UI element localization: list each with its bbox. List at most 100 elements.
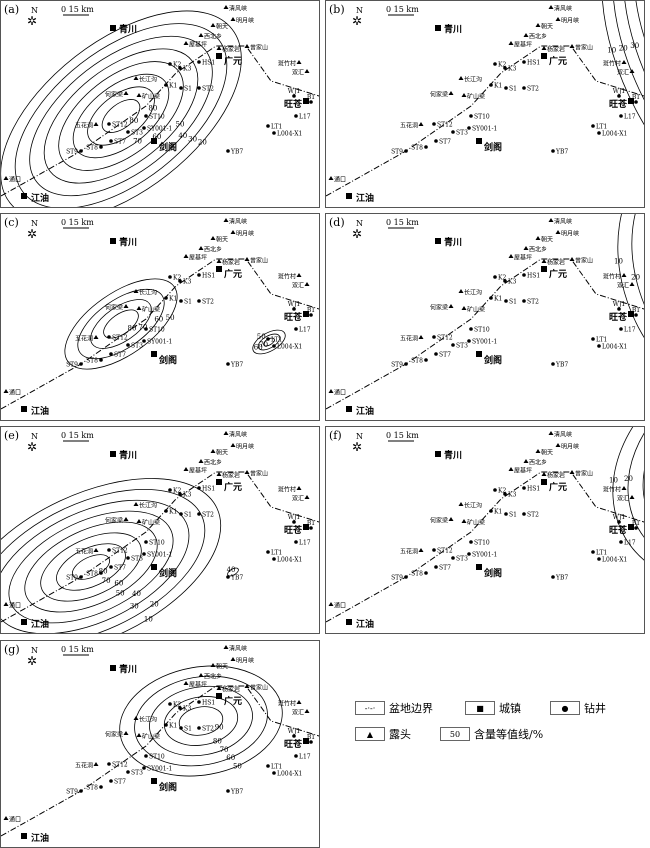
well-icon <box>179 86 183 90</box>
contour-line <box>257 333 281 351</box>
outcrop-icon <box>210 449 216 453</box>
well-label: ST8 <box>411 358 423 365</box>
well-label: LT1 <box>596 124 607 131</box>
town-label: 旺苍 <box>284 738 303 750</box>
outcrop-icon <box>458 289 464 293</box>
outcrop-icon <box>136 306 142 310</box>
well-icon <box>294 754 298 758</box>
outcrop-icon <box>216 472 222 476</box>
outcrop-icon <box>123 731 129 735</box>
outcrop-label: 何家梁 <box>430 517 448 525</box>
basin-boundary <box>326 45 644 197</box>
well-icon <box>597 131 601 135</box>
outcrop-icon <box>198 459 204 463</box>
north-arrow-icon: N <box>356 432 363 441</box>
well-label: L004-X1 <box>602 557 627 564</box>
outcrop-icon <box>230 443 236 447</box>
well-icon <box>432 548 436 552</box>
town-icon <box>110 665 116 671</box>
outcrop-label: 何家梁 <box>430 304 448 312</box>
outcrop-icon <box>230 230 236 234</box>
contour-line <box>1 488 206 633</box>
scale-bar: 0 15 km <box>61 218 94 227</box>
well-icon <box>294 327 298 331</box>
compass-icon: ✲ <box>352 14 362 28</box>
well-icon <box>522 86 526 90</box>
outcrop-icon <box>304 709 310 713</box>
well-icon <box>591 550 595 554</box>
map-d: (d)N✲0 15 km青川广元旺苍剑阁江油清风峡明月峡朝天西北乡屋基坪杨家岩曾… <box>326 214 644 418</box>
town-label: 青川 <box>444 236 462 248</box>
outcrop-icon <box>296 273 302 277</box>
outcrop-icon <box>541 259 547 263</box>
outcrop-icon <box>458 76 464 80</box>
outcrop-label: 西北乡 <box>529 33 547 41</box>
town-label: 江油 <box>356 192 374 204</box>
town-icon <box>346 619 352 625</box>
contour-label: 80 <box>129 117 138 125</box>
well-icon <box>226 789 230 793</box>
well-label: WJ1 <box>288 728 300 735</box>
outcrop-label: 清风峡 <box>229 218 247 226</box>
outcrop-label: 斑竹村 <box>603 273 621 281</box>
well-label: ST7 <box>114 139 126 146</box>
outcrop-icon <box>230 657 236 661</box>
well-label: B1 <box>632 520 640 527</box>
well-label: ST9 <box>66 789 78 796</box>
contour-line <box>149 685 253 757</box>
well-label: K2 <box>498 488 506 495</box>
town-label: 江油 <box>356 618 374 630</box>
basin-boundary <box>1 258 319 410</box>
contour-label: 10 <box>609 476 618 484</box>
town-label: 剑阁 <box>158 141 177 153</box>
contour-line <box>1 478 222 633</box>
legend-boundary: 盆地边界 <box>389 702 433 715</box>
outcrop-icon <box>621 486 627 490</box>
well-label: HS1 <box>202 60 215 67</box>
well-label: K3 <box>183 66 191 73</box>
outcrop-label: 屋基坪 <box>189 254 207 262</box>
outcrop-label: 西北乡 <box>529 246 547 254</box>
outcrop-icon <box>508 41 514 45</box>
well-icon <box>99 145 103 149</box>
compass-icon: ✲ <box>27 654 37 668</box>
well-label: YB7 <box>555 149 568 156</box>
outcrop-label: 双汇 <box>292 69 304 77</box>
town-label: 江油 <box>31 618 49 630</box>
well-icon <box>404 575 408 579</box>
scale-bar: 0 15 km <box>386 5 419 14</box>
contour-line <box>134 675 268 767</box>
well-icon <box>504 512 508 516</box>
well-label: YB7 <box>555 362 568 369</box>
outcrop-label: 西北乡 <box>204 459 222 467</box>
outcrop-icon <box>223 5 229 9</box>
well-label: YB7 <box>230 149 243 156</box>
outcrop-label: 清风峡 <box>229 645 247 653</box>
well-label: ST2 <box>202 299 214 306</box>
well-icon <box>272 771 276 775</box>
well-icon <box>99 571 103 575</box>
town-icon <box>435 25 441 31</box>
contour-label: 10 <box>607 47 616 55</box>
outcrop-label: 矿山梁 <box>467 93 485 101</box>
contour-label: 60 <box>226 754 235 762</box>
well-label: K3 <box>183 706 191 713</box>
well-label: ST2 <box>202 726 214 733</box>
well-icon <box>551 149 555 153</box>
outcrop-label: 明月峡 <box>561 443 579 451</box>
well-label: LT1 <box>596 337 607 344</box>
well-icon <box>197 726 201 730</box>
contour-label: 60 <box>152 133 161 141</box>
well-icon <box>164 723 168 727</box>
town-icon <box>435 451 441 457</box>
town-label: 青川 <box>119 23 137 35</box>
well-label: L004-X1 <box>277 131 302 138</box>
outcrop-icon <box>548 431 554 435</box>
town-icon <box>21 406 27 412</box>
outcrop-label: 长江沟 <box>139 76 157 84</box>
outcrop-label: 西北乡 <box>204 246 222 254</box>
outcrop-icon <box>621 60 627 64</box>
well-label: L17 <box>299 327 311 334</box>
outcrop-icon <box>328 389 334 393</box>
